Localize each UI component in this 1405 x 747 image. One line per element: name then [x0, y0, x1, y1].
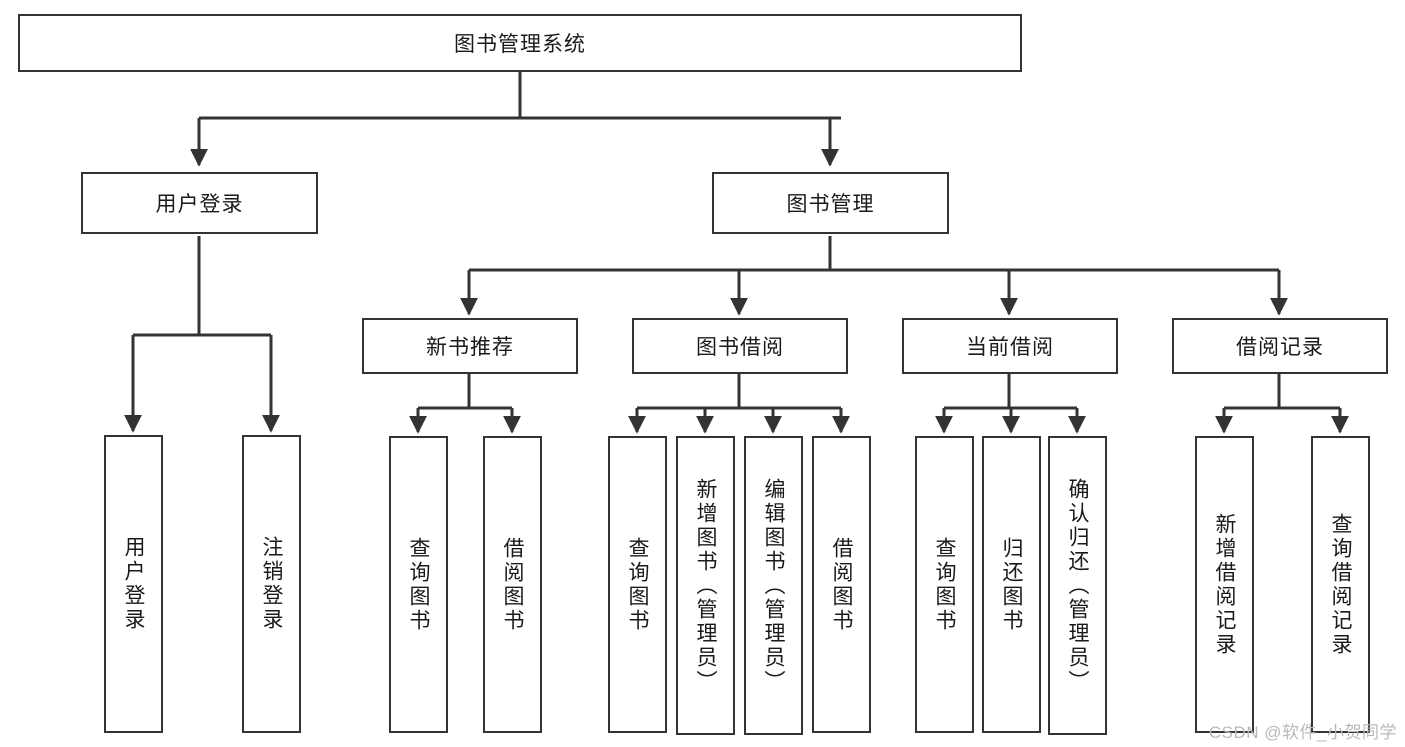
node-leaf-edit-book[interactable]: 编辑图书（管理员） [744, 436, 803, 735]
node-leaf-edit-book-label: 编辑图书（管理员） [762, 477, 785, 694]
node-root[interactable]: 图书管理系统 [18, 14, 1022, 72]
node-book-manage-label: 图书管理 [786, 193, 875, 216]
node-new-book-rec-label: 新书推荐 [426, 336, 514, 359]
node-leaf-query-record-label: 查询借阅记录 [1329, 512, 1352, 657]
node-user-login-label: 用户登录 [155, 193, 244, 216]
node-leaf-logout-label: 注销登录 [260, 536, 283, 632]
node-leaf-query-book-1[interactable]: 查询图书 [389, 436, 448, 733]
node-current-borrow-label: 当前借阅 [966, 336, 1054, 359]
node-leaf-borrow-book-2-label: 借阅图书 [830, 536, 853, 633]
node-leaf-add-book[interactable]: 新增图书（管理员） [676, 436, 735, 735]
node-leaf-borrow-book-1[interactable]: 借阅图书 [483, 436, 542, 733]
node-leaf-borrow-book-2[interactable]: 借阅图书 [812, 436, 871, 733]
node-leaf-user-login[interactable]: 用户登录 [104, 435, 163, 733]
node-borrow-record-label: 借阅记录 [1236, 336, 1324, 359]
node-leaf-query-book-3[interactable]: 查询图书 [915, 436, 974, 733]
node-leaf-logout[interactable]: 注销登录 [242, 435, 301, 733]
node-current-borrow[interactable]: 当前借阅 [902, 318, 1118, 374]
node-borrow-record[interactable]: 借阅记录 [1172, 318, 1388, 374]
node-leaf-add-record-label: 新增借阅记录 [1213, 512, 1236, 657]
node-leaf-user-login-label: 用户登录 [122, 536, 145, 632]
node-leaf-return-book[interactable]: 归还图书 [982, 436, 1041, 733]
node-leaf-borrow-book-1-label: 借阅图书 [501, 536, 524, 633]
node-book-manage[interactable]: 图书管理 [712, 172, 949, 234]
node-user-login[interactable]: 用户登录 [81, 172, 318, 234]
node-leaf-query-record[interactable]: 查询借阅记录 [1311, 436, 1370, 733]
node-leaf-return-book-label: 归还图书 [1000, 536, 1023, 633]
node-leaf-confirm-return-label: 确认归还（管理员） [1066, 477, 1089, 694]
node-book-borrow[interactable]: 图书借阅 [632, 318, 848, 374]
node-leaf-query-book-2-label: 查询图书 [626, 536, 649, 633]
node-new-book-rec[interactable]: 新书推荐 [362, 318, 578, 374]
node-leaf-query-book-2[interactable]: 查询图书 [608, 436, 667, 733]
node-book-borrow-label: 图书借阅 [696, 336, 784, 359]
node-leaf-add-record[interactable]: 新增借阅记录 [1195, 436, 1254, 733]
node-root-label: 图书管理系统 [454, 33, 586, 56]
node-leaf-query-book-3-label: 查询图书 [933, 536, 956, 633]
watermark-text: CSDN @软件_小贺同学 [1208, 723, 1397, 742]
node-leaf-query-book-1-label: 查询图书 [407, 536, 430, 633]
node-leaf-add-book-label: 新增图书（管理员） [694, 477, 717, 694]
node-leaf-confirm-return[interactable]: 确认归还（管理员） [1048, 436, 1107, 735]
